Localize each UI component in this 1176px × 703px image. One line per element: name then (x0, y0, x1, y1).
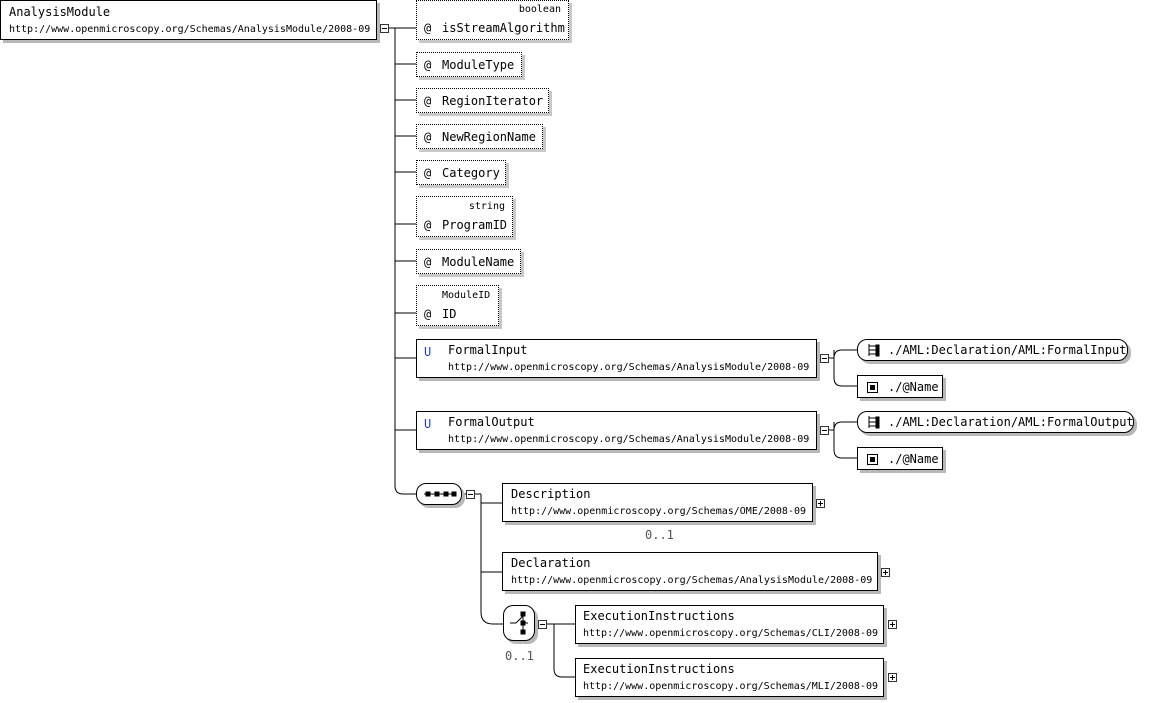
element-namespace: http://www.openmicroscopy.org/Schemas/ML… (583, 681, 879, 692)
element-name: Description (511, 487, 591, 501)
unique-marker-icon: U (424, 417, 432, 431)
attribute-ProgramID[interactable]: string @ ProgramID (416, 196, 513, 237)
attribute-name: isStreamAlgorithm (442, 21, 565, 35)
unique-name: FormalOutput (448, 415, 535, 429)
element-Declaration[interactable]: Declaration http://www.openmicroscopy.or… (502, 552, 878, 591)
choice-collapse-toggle[interactable] (538, 620, 547, 629)
attribute-name: RegionIterator (442, 94, 544, 108)
element-Description[interactable]: Description http://www.openmicroscopy.or… (502, 483, 813, 522)
attribute-marker-icon: @ (424, 307, 432, 321)
attribute-ID[interactable]: ModuleID @ ID (416, 285, 499, 326)
attribute-type: ModuleID (442, 290, 491, 301)
element-name: ExecutionInstructions (583, 609, 735, 623)
element-namespace: http://www.openmicroscopy.org/Schemas/CL… (583, 628, 879, 639)
attribute-type: string (468, 201, 505, 212)
selector-xpath: ./AML:Declaration/AML:FormalOutput (888, 415, 1134, 429)
attribute-marker-icon: @ (424, 218, 432, 232)
attribute-NewRegionName[interactable]: @ NewRegionName (416, 124, 543, 149)
attribute-name: ModuleType (442, 58, 515, 72)
root-collapse-toggle[interactable] (380, 24, 389, 33)
attribute-marker-icon: @ (424, 94, 432, 108)
attribute-marker-icon: @ (424, 166, 432, 180)
choice-icon (510, 611, 528, 635)
declaration-expand-toggle[interactable] (881, 568, 890, 577)
attribute-ModuleType[interactable]: @ ModuleType (416, 52, 522, 77)
field-icon (867, 382, 878, 393)
element-namespace: http://www.openmicroscopy.org/Schemas/An… (511, 575, 873, 586)
attribute-Category[interactable]: @ Category (416, 160, 506, 185)
selector-icon (868, 416, 880, 429)
field-FormalOutput[interactable]: ./@Name (857, 447, 943, 470)
attribute-name: ModuleName (442, 255, 515, 269)
choice-cardinality: 0..1 (505, 649, 534, 663)
execution-instructions-cli-expand-toggle[interactable] (888, 620, 897, 629)
attribute-type: boolean (518, 4, 561, 15)
unique-name: FormalInput (448, 343, 528, 357)
description-cardinality: 0..1 (645, 528, 674, 542)
unique-FormalOutput[interactable]: U FormalOutput http://www.openmicroscopy… (416, 411, 817, 450)
element-name: Declaration (511, 556, 591, 570)
attribute-isStreamAlgorithm[interactable]: boolean @ isStreamAlgorithm (416, 0, 569, 40)
attribute-name: ID (442, 307, 457, 321)
attribute-marker-icon: @ (424, 58, 432, 72)
unique-namespace: http://www.openmicroscopy.org/Schemas/An… (448, 362, 810, 373)
element-ExecutionInstructions-cli[interactable]: ExecutionInstructions http://www.openmic… (575, 605, 884, 644)
attribute-name: Category (442, 166, 500, 180)
choice-compositor[interactable] (503, 605, 535, 641)
selector-xpath: ./AML:Declaration/AML:FormalInput (888, 343, 1127, 357)
description-expand-toggle[interactable] (816, 499, 825, 508)
element-ExecutionInstructions-mli[interactable]: ExecutionInstructions http://www.openmic… (575, 658, 884, 697)
root-element-namespace: http://www.openmicroscopy.org/Schemas/An… (9, 24, 371, 35)
unique-collapse-toggle[interactable] (820, 426, 829, 435)
root-element-name: AnalysisModule (9, 5, 111, 19)
field-FormalInput[interactable]: ./@Name (857, 375, 943, 398)
unique-marker-icon: U (424, 345, 432, 359)
field-xpath: ./@Name (888, 452, 939, 466)
sequence-icon (424, 491, 457, 497)
element-namespace: http://www.openmicroscopy.org/Schemas/OM… (511, 506, 807, 517)
root-element[interactable]: AnalysisModule http://www.openmicroscopy… (0, 0, 377, 40)
attribute-ModuleName[interactable]: @ ModuleName (416, 249, 521, 274)
selector-FormalInput[interactable]: ./AML:Declaration/AML:FormalInput (857, 339, 1128, 361)
unique-collapse-toggle[interactable] (820, 354, 829, 363)
selector-FormalOutput[interactable]: ./AML:Declaration/AML:FormalOutput (857, 411, 1134, 433)
attribute-RegionIterator[interactable]: @ RegionIterator (416, 88, 549, 113)
attribute-marker-icon: @ (424, 130, 432, 144)
sequence-collapse-toggle[interactable] (466, 490, 475, 499)
selector-icon (868, 344, 880, 357)
execution-instructions-mli-expand-toggle[interactable] (888, 673, 897, 682)
attribute-name: NewRegionName (442, 130, 536, 144)
attribute-marker-icon: @ (424, 21, 432, 35)
field-xpath: ./@Name (888, 380, 939, 394)
unique-FormalInput[interactable]: U FormalInput http://www.openmicroscopy.… (416, 339, 817, 378)
sequence-compositor[interactable] (416, 483, 462, 505)
attribute-name: ProgramID (442, 218, 508, 232)
attribute-marker-icon: @ (424, 255, 432, 269)
element-name: ExecutionInstructions (583, 662, 735, 676)
field-icon (867, 454, 878, 465)
unique-namespace: http://www.openmicroscopy.org/Schemas/An… (448, 434, 810, 445)
